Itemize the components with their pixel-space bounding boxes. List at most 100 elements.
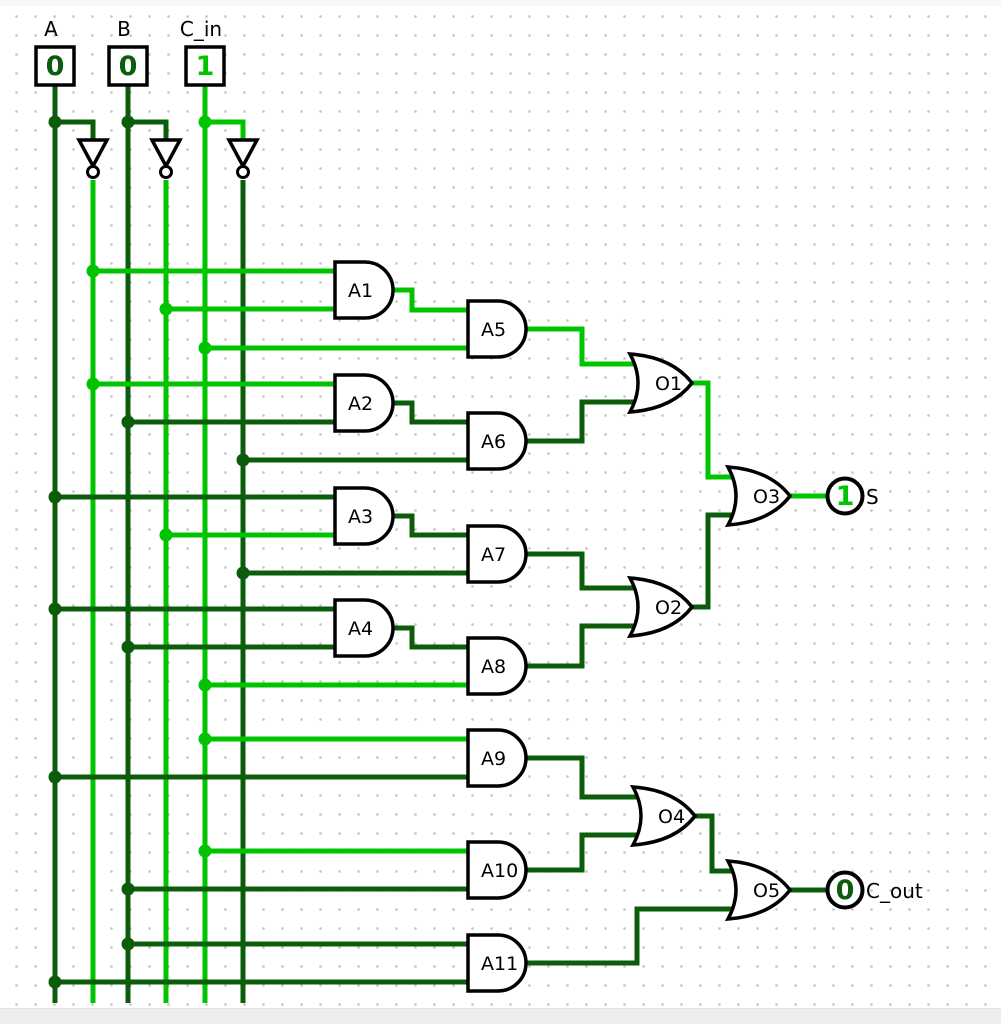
input-pin-A[interactable]: 0A	[34, 17, 76, 87]
wire[interactable]	[393, 287, 468, 313]
wire-junction	[121, 115, 135, 129]
wire-junction	[121, 882, 135, 896]
wire-junction	[48, 770, 62, 784]
input-pin-value: 1	[196, 51, 215, 82]
output-pin-circle[interactable]	[825, 476, 865, 516]
or-gate-O4[interactable]: O4	[629, 785, 698, 847]
and-gate-A5[interactable]: A5	[466, 299, 528, 359]
wire[interactable]	[526, 326, 640, 367]
wire[interactable]	[526, 755, 643, 800]
wire-junction	[198, 341, 212, 355]
wire-junction	[121, 640, 135, 654]
input-pin-name-label: B	[117, 17, 131, 41]
wire[interactable]	[526, 832, 643, 873]
or-gate-label: O3	[753, 486, 780, 508]
canvas-top-margin	[0, 0, 1001, 6]
or-gate-O5[interactable]: O5	[724, 859, 793, 921]
output-pin-name-label: S	[866, 485, 879, 509]
input-pin-box[interactable]	[34, 45, 76, 87]
and-gate-A3[interactable]: A3	[333, 486, 395, 546]
input-pin-C_in[interactable]: 1 C_in	[180, 17, 226, 87]
and-gate-label: A9	[481, 748, 506, 770]
and-gate-label: A1	[348, 280, 373, 302]
input-pin-value: 0	[46, 51, 65, 82]
wire-junction	[86, 377, 100, 391]
wire[interactable]	[393, 400, 468, 425]
not-gate-not-A[interactable]	[76, 138, 110, 179]
wire[interactable]	[526, 906, 738, 966]
wire[interactable]	[393, 513, 468, 538]
not-gate-bubble	[159, 165, 173, 179]
and-gate-label: A4	[348, 618, 373, 640]
or-gate-body	[629, 785, 698, 847]
and-gate-label: A10	[481, 860, 518, 882]
input-pin-value: 0	[119, 51, 138, 82]
and-gate-body	[466, 299, 528, 359]
or-gate-label: O1	[655, 373, 682, 395]
wire-junction	[198, 844, 212, 858]
or-gate-O2[interactable]: O2	[626, 576, 695, 638]
wire[interactable]	[393, 625, 468, 650]
and-gate-A4[interactable]: A4	[333, 598, 395, 658]
and-gate-A11[interactable]: A11	[466, 933, 528, 993]
wire-junction	[121, 415, 135, 429]
wire[interactable]	[695, 813, 738, 874]
input-pin-name-label: C_in	[180, 17, 222, 41]
and-gate-A10[interactable]: A10	[466, 840, 528, 900]
not-gate-bubble	[236, 165, 250, 179]
wire-junction	[198, 115, 212, 129]
input-pin-box[interactable]	[184, 45, 226, 87]
and-gate-label: A3	[348, 506, 373, 528]
wire-junction	[236, 453, 250, 467]
or-gate-label: O4	[658, 806, 685, 828]
not-gate-not-B[interactable]	[149, 138, 183, 179]
output-pin-value: 1	[836, 481, 855, 512]
or-gate-body	[626, 352, 695, 414]
wire[interactable]	[526, 623, 640, 669]
wire[interactable]	[526, 551, 640, 591]
input-pin-B[interactable]: 0B	[107, 17, 149, 87]
wire[interactable]	[526, 399, 640, 444]
and-gate-A9[interactable]: A9	[466, 728, 528, 788]
and-gate-label: A7	[481, 544, 506, 566]
and-gate-A1[interactable]: A1	[333, 260, 395, 320]
and-gate-label: A6	[481, 431, 506, 453]
input-pin-box[interactable]	[107, 45, 149, 87]
and-gate-A8[interactable]: A8	[466, 636, 528, 696]
wire[interactable]	[692, 380, 738, 480]
and-gate-body	[466, 840, 528, 900]
wire-junction	[48, 115, 62, 129]
or-gate-O3[interactable]: O3	[724, 465, 793, 527]
input-pin-name-label: A	[44, 17, 58, 41]
wire[interactable]	[205, 119, 246, 141]
canvas-bottom-margin	[0, 1008, 1001, 1024]
output-pin-circle[interactable]	[825, 870, 865, 910]
and-gate-A7[interactable]: A7	[466, 524, 528, 584]
and-gate-A6[interactable]: A6	[466, 411, 528, 471]
and-gate-body	[466, 524, 528, 584]
and-gate-label: A11	[481, 953, 518, 975]
and-gate-label: A8	[481, 656, 506, 678]
wire-junction	[159, 528, 173, 542]
not-gate-triangle	[149, 138, 183, 170]
wire-junction	[48, 602, 62, 616]
and-gate-body	[466, 411, 528, 471]
wire-junction	[86, 264, 100, 278]
wire[interactable]	[128, 119, 169, 141]
wire[interactable]	[55, 119, 96, 141]
and-gate-body	[333, 260, 395, 320]
and-gate-body	[333, 486, 395, 546]
and-gate-body	[333, 598, 395, 658]
wire-junction	[48, 975, 62, 989]
not-gate-not-C_in[interactable]	[226, 138, 260, 179]
wire-junction	[236, 566, 250, 580]
wire[interactable]	[692, 512, 738, 610]
not-gate-triangle	[76, 138, 110, 170]
or-gate-O1[interactable]: O1	[626, 352, 695, 414]
not-gate-bubble	[86, 165, 100, 179]
and-gate-A2[interactable]: A2	[333, 373, 395, 433]
